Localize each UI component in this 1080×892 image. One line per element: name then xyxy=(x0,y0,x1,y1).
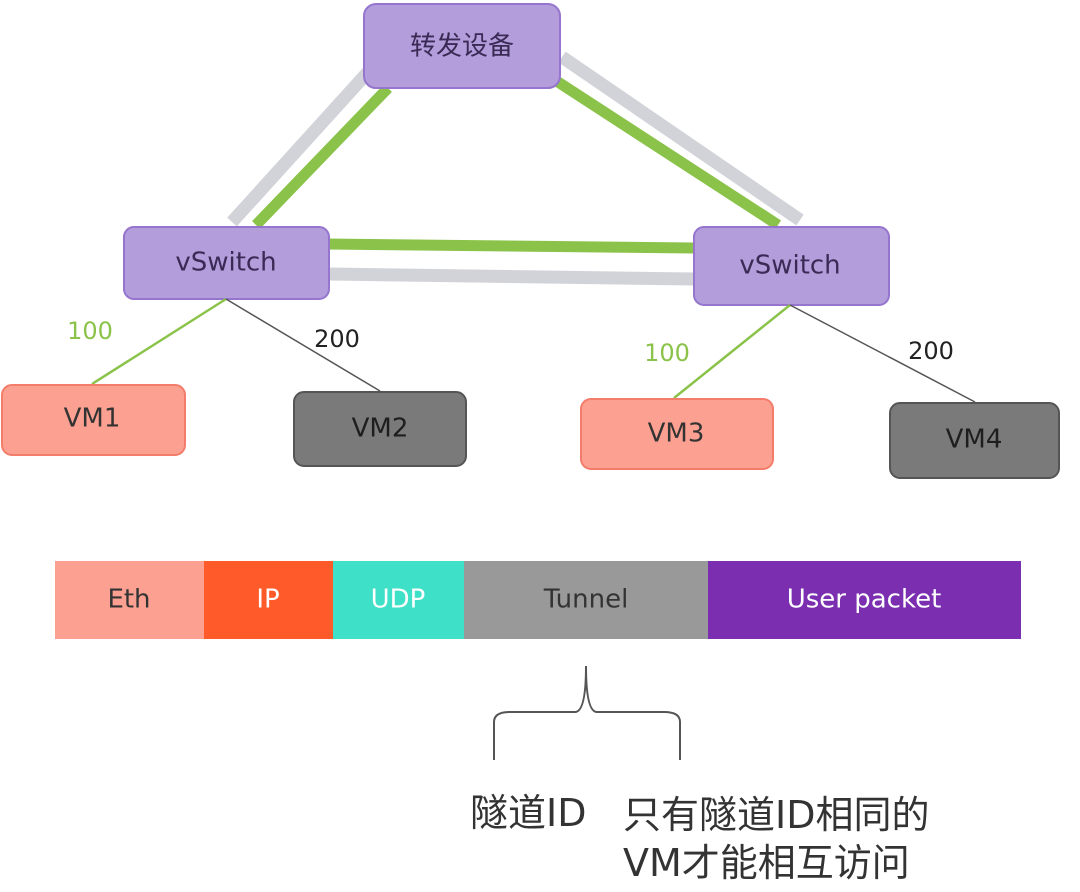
vm3-node: VM3 xyxy=(580,398,774,470)
tunnel-links-green xyxy=(252,77,781,254)
vlan-label-vm1: 100 xyxy=(67,317,113,345)
vm1-label: VM1 xyxy=(64,404,121,434)
link-vswitch-vm1 xyxy=(91,297,227,386)
vm2-node: VM2 xyxy=(293,391,467,467)
gray-link-top-right xyxy=(558,51,804,226)
tunnel-links-gray xyxy=(227,51,804,286)
segment-user-packet xyxy=(708,561,1021,639)
gray-link-top-left xyxy=(227,67,373,227)
vswitch-left-label: vSwitch xyxy=(175,248,276,278)
vm-links xyxy=(91,297,976,403)
link-vswitch-vm3 xyxy=(673,304,791,399)
segment-eth-label: Eth xyxy=(107,585,150,615)
annotation-note-line2: VM才能相互访问 xyxy=(623,841,910,885)
segment-ip xyxy=(204,561,333,639)
segment-udp xyxy=(333,561,464,639)
link-vswitch-vm2 xyxy=(225,298,381,392)
tunnel-id-label: 隧道ID xyxy=(470,791,586,835)
green-link-left-right xyxy=(327,238,695,254)
vswitch-right-node: vSwitch xyxy=(693,226,890,306)
gray-link-left-right xyxy=(329,267,695,286)
segment-tunnel xyxy=(464,561,708,639)
vlan-label-vm3: 100 xyxy=(644,339,690,367)
segment-ip-label: IP xyxy=(256,585,279,615)
segment-user-packet-label: User packet xyxy=(787,585,942,615)
link-vswitch-vm4 xyxy=(789,304,976,403)
vm1-node: VM1 xyxy=(1,384,186,456)
green-link-top-left xyxy=(252,84,392,229)
segment-udp-label: UDP xyxy=(371,585,426,615)
annotation-note-line1: 只有隧道ID相同的 xyxy=(623,793,929,837)
forwarding-device-node: 转发设备 xyxy=(363,3,561,89)
forwarding-device-label: 转发设备 xyxy=(410,32,514,62)
vm4-label: VM4 xyxy=(946,425,1003,455)
vm2-label: VM2 xyxy=(352,414,409,444)
vswitch-left-node: vSwitch xyxy=(123,226,330,300)
vm3-label: VM3 xyxy=(648,419,705,449)
vm4-node: VM4 xyxy=(889,402,1060,479)
green-link-top-right xyxy=(555,77,781,230)
segment-tunnel-label: Tunnel xyxy=(543,585,629,615)
vswitch-right-label: vSwitch xyxy=(739,251,840,281)
segment-eth xyxy=(55,561,204,639)
vlan-label-vm2: 200 xyxy=(314,325,360,353)
vlan-label-vm4: 200 xyxy=(908,337,954,365)
packet-format-bar: Eth IP UDP Tunnel User packet xyxy=(55,561,1021,639)
tunnel-brace xyxy=(493,665,681,760)
